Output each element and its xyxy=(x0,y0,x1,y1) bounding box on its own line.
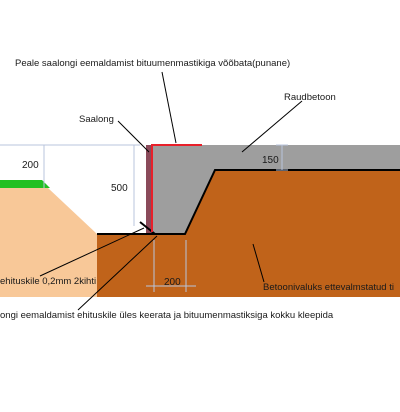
slab-edge-height-dimension: 500 xyxy=(111,183,128,194)
membrane-label: ehituskile 0,2mm 2kihti xyxy=(0,276,96,287)
formwork-board xyxy=(146,145,152,233)
excavation-label: Betoonivaluks ettevalmstatud ti xyxy=(263,282,394,293)
soil-ground xyxy=(97,170,400,297)
concrete-slab xyxy=(152,145,400,234)
membrane-line xyxy=(97,169,400,235)
sand-fill-slope xyxy=(0,188,97,297)
top-note-label: Peale saalongi eemaldamist bituumenmasti… xyxy=(15,58,290,69)
formwork-label: Saalong xyxy=(79,114,114,125)
footing-width-dimension: 200 xyxy=(164,277,181,288)
leader-lines xyxy=(39,71,303,311)
concrete-label: Raudbetoon xyxy=(284,92,336,103)
slab-thickness-dimension: 150 xyxy=(262,155,279,166)
grass-strip xyxy=(0,180,50,188)
slope-height-dimension: 200 xyxy=(22,160,39,171)
bottom-note-label: ongi eemaldamist ehituskile üles keerata… xyxy=(0,310,334,321)
dimension-lines xyxy=(0,144,288,292)
bitumen-coating xyxy=(151,144,202,232)
